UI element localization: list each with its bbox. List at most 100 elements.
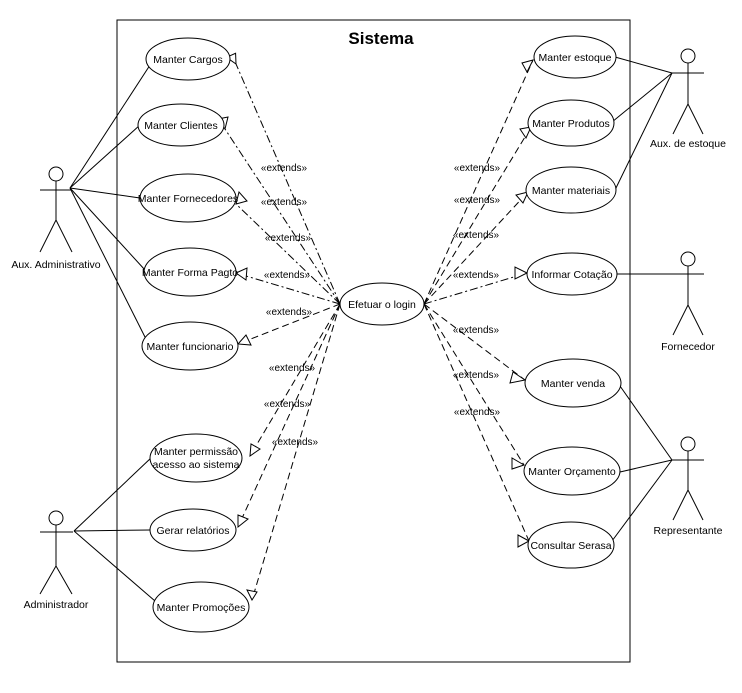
assoc-auxest-materiais [614, 72, 673, 191]
arrowhead-serasa [517, 534, 531, 548]
use-case-manter-produtos[interactable]: Manter Produtos [527, 99, 615, 147]
use-case-ellipse [527, 521, 615, 569]
extends-label-cotacao: «extends» [453, 270, 500, 281]
use-case-manter-clientes[interactable]: Manter Clientes [137, 103, 225, 147]
use-case-label: Manter estoque [539, 52, 612, 64]
use-case-ellipse [523, 446, 621, 496]
use-case-ellipse [524, 358, 622, 408]
use-case-manter-estoque[interactable]: Manter estoque [533, 35, 617, 79]
assoc-rep-orcamento [619, 459, 673, 473]
use-case-label: Efetuar o login [348, 299, 416, 311]
extends-label-orcamento: «extends» [453, 370, 500, 381]
use-case-ellipse [143, 247, 237, 297]
use-case-manter-cargos[interactable]: Manter Cargos [145, 37, 231, 81]
system-boundary [116, 19, 631, 663]
extends-label-relatorios: «extends» [264, 399, 311, 410]
assoc-auxadm-funcionario [69, 187, 149, 344]
actor-representante[interactable]: Representante [654, 436, 723, 537]
extend-line-venda [423, 303, 526, 381]
use-case-label: Manter Forma Pagto [142, 267, 238, 279]
assoc-rep-serasa [611, 459, 673, 542]
actor-administrador[interactable]: Administrador [24, 510, 89, 611]
use-case-gerar-relatorios[interactable]: Gerar relatórios [149, 508, 237, 552]
use-case-ellipse [149, 433, 243, 483]
use-case-ellipse [149, 508, 237, 552]
use-case-ellipse [145, 37, 231, 81]
use-case-manter-materiais[interactable]: Manter materiais [525, 166, 617, 214]
arrowhead-cargos [225, 52, 237, 65]
arrowhead-orcamento [511, 457, 526, 470]
use-case-ellipse [152, 581, 250, 633]
arrowhead-materiais [515, 191, 529, 204]
arrowheads [217, 52, 534, 602]
extends-label-serasa: «extends» [454, 407, 501, 418]
extend-line-produtos [423, 126, 532, 305]
use-case-label: Gerar relatórios [157, 525, 230, 537]
stick-figure-icon [672, 251, 704, 336]
arrowhead-produtos [519, 126, 532, 140]
arrowhead-formapagto [234, 267, 248, 281]
use-case-label-line1: Manter permissão [154, 446, 238, 458]
use-case-informar-cotacao[interactable]: Informar Cotação [526, 252, 618, 296]
arrowhead-relatorios [237, 514, 249, 529]
extend-line-promocoes [251, 303, 341, 601]
extends-label-permissao: «extends» [269, 363, 316, 374]
arrowhead-cotacao [514, 266, 529, 280]
assoc-auxest-produtos [611, 72, 673, 123]
associations [69, 56, 680, 602]
extend-line-estoque [423, 59, 534, 305]
stick-figure-icon [39, 166, 73, 253]
use-case-manter-promocoes[interactable]: Manter Promoções [152, 581, 250, 633]
use-case-label: Manter Fornecedores [138, 193, 238, 205]
assoc-admin-promocoes [73, 530, 156, 602]
extend-labels: «extends» «extends» «extends» «extends» … [261, 163, 501, 448]
extend-line-relatorios [237, 303, 341, 528]
use-case-efetuar-login[interactable]: Efetuar o login [339, 282, 425, 326]
arrowhead-venda [509, 371, 527, 384]
extend-dependencies [224, 59, 534, 601]
use-case-manter-venda[interactable]: Manter venda [524, 358, 622, 408]
use-case-label-line2: acesso ao sistema [153, 459, 240, 471]
assoc-auxadm-fornecedores [69, 187, 141, 199]
actor-aux-estoque[interactable]: Aux. de estoque [650, 48, 726, 150]
use-case-manter-permissao[interactable]: Manter permissão acesso ao sistema [149, 433, 243, 483]
use-case-label: Manter materiais [532, 185, 610, 197]
use-case-manter-forma-pagto[interactable]: Manter Forma Pagto [142, 247, 238, 297]
actor-label: Administrador [24, 599, 89, 611]
extends-label-materiais: «extends» [453, 230, 500, 241]
extends-label-formapagto: «extends» [265, 233, 312, 244]
actor-label: Representante [654, 525, 723, 537]
use-case-label: Manter Clientes [144, 120, 218, 132]
extends-label-clientes: «extends» [261, 163, 308, 174]
assoc-auxadm-formapagto [69, 187, 146, 271]
extends-label-funcionario: «extends» [266, 307, 313, 318]
use-case-ellipse [139, 173, 237, 223]
use-case-manter-funcionario[interactable]: Manter funcionario [141, 321, 239, 371]
extends-label-venda: «extends» [453, 325, 500, 336]
assoc-auxadm-cargos [69, 61, 153, 189]
extend-line-cotacao [423, 272, 528, 305]
actor-label: Aux. Administrativo [11, 259, 100, 271]
assoc-auxest-estoque [614, 56, 673, 74]
extends-label-promocoes: «extends» [272, 437, 319, 448]
actor-fornecedor[interactable]: Fornecedor [661, 251, 715, 353]
extend-line-permissao [249, 303, 341, 457]
extends-label-produtos: «extends» [454, 195, 501, 206]
arrowhead-permissao [249, 443, 261, 458]
assoc-auxadm-clientes [69, 124, 141, 189]
use-case-ellipse [141, 321, 239, 371]
use-case-label: Manter Promoções [157, 602, 246, 614]
extend-line-formapagto [235, 272, 341, 305]
use-case-consultar-serasa[interactable]: Consultar Serasa [527, 521, 615, 569]
assoc-admin-relatorios [73, 529, 151, 532]
extend-line-funcionario [237, 303, 341, 345]
use-case-ellipse [527, 99, 615, 147]
use-case-label: Manter Orçamento [528, 466, 616, 478]
use-case-label: Informar Cotação [531, 269, 612, 281]
use-case-manter-orcamento[interactable]: Manter Orçamento [523, 446, 621, 496]
use-case-manter-fornecedores[interactable]: Manter Fornecedores [138, 173, 238, 223]
use-case-ellipse [339, 282, 425, 326]
actor-aux-administrativo[interactable]: Aux. Administrativo [11, 166, 101, 271]
assoc-rep-venda [619, 385, 673, 461]
